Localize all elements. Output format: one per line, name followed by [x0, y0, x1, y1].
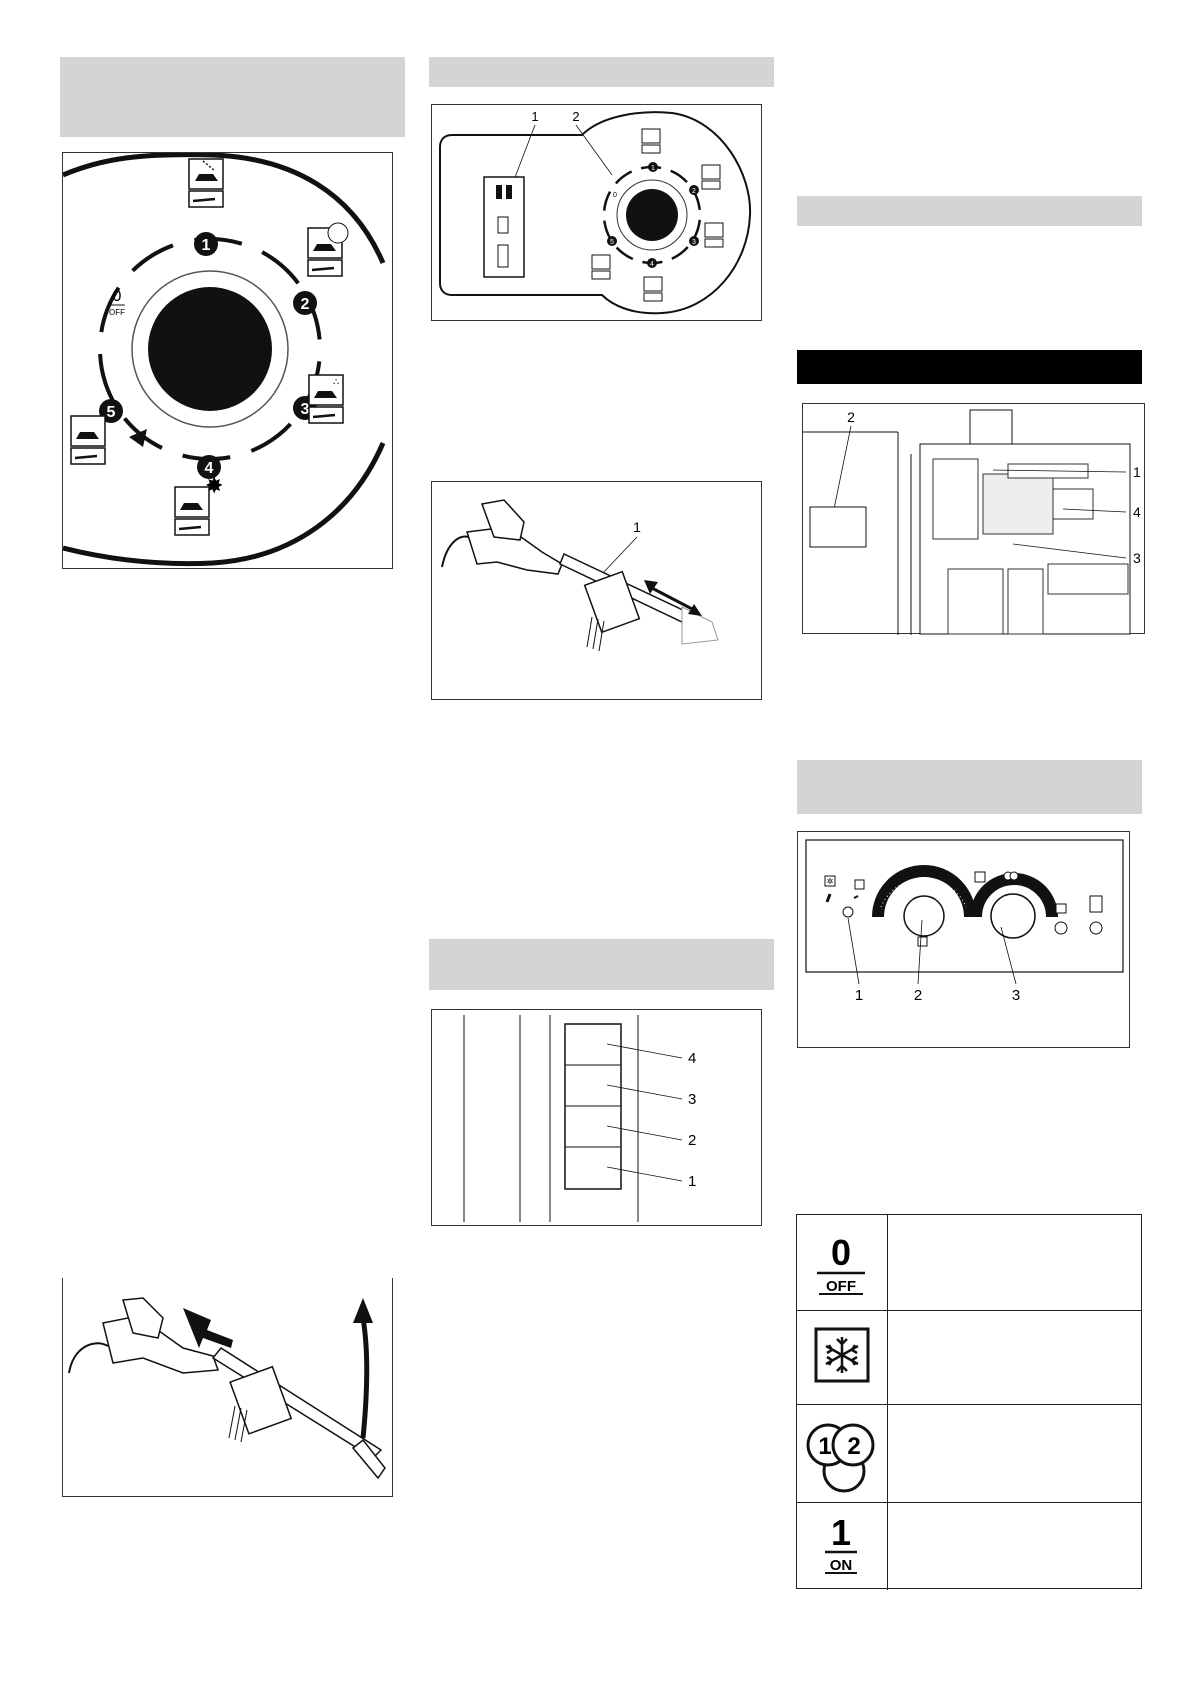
table-row: 1 ON [797, 1503, 1141, 1590]
position-marker: 1 [194, 232, 218, 256]
callout-number: 3 [688, 1091, 696, 1108]
position-marker: 2 [293, 291, 317, 315]
program-selector-knob[interactable] [626, 189, 678, 241]
callout-number: 1 [531, 109, 538, 124]
position-number: 5 [107, 404, 116, 421]
off-label-text: OFF [109, 308, 125, 317]
position-number: 1 [202, 237, 211, 254]
svg-text:2: 2 [847, 1433, 860, 1460]
stage-1-2-icon: 1 2 [797, 1405, 888, 1502]
callout-number: 4 [688, 1050, 696, 1067]
table-row: 1 2 [797, 1405, 1141, 1503]
position-number: 3 [301, 401, 310, 418]
frost-protection-screw[interactable] [842, 906, 854, 918]
off-icon: 0 OFF [797, 1215, 888, 1310]
program-icon: ✸ [174, 473, 223, 536]
svg-text:2: 2 [692, 188, 696, 195]
table-row: 0 OFF [797, 1215, 1141, 1311]
section-header-bar [429, 57, 774, 87]
table-row [797, 1311, 1141, 1405]
svg-text:1: 1 [831, 1512, 851, 1553]
cabinet-interior-figure: 2 1 4 3 [802, 403, 1145, 635]
svg-text:0: 0 [613, 192, 617, 199]
symbol-table: 0 OFF [796, 1214, 1142, 1590]
brush-attach-figure: 1 [431, 481, 762, 700]
selector-switch-figure: 1 2 3 4 5 0 OFF [62, 152, 393, 569]
section-header-bar [60, 57, 405, 137]
callout-number: 2 [914, 987, 922, 1004]
section-header-bar [797, 760, 1142, 814]
svg-text:∴: ∴ [333, 377, 339, 388]
svg-text:0: 0 [831, 1232, 851, 1273]
snowflake-icon [797, 1311, 888, 1404]
callout-number: 1 [688, 1173, 696, 1190]
callout-number: 1 [855, 987, 863, 1004]
svg-text:1: 1 [818, 1433, 831, 1460]
section-header-bar-dark [797, 350, 1142, 384]
temperature-knob[interactable] [903, 895, 945, 937]
callout-number: 2 [847, 409, 855, 425]
indicator-stack-figure: 4 3 2 1 [431, 1009, 762, 1226]
brush-remove-figure [62, 1278, 393, 1497]
callout-number: 3 [1133, 550, 1141, 566]
program-icon [70, 415, 106, 465]
svg-text:ON: ON [830, 1557, 853, 1574]
callout-number: 3 [1012, 987, 1020, 1004]
control-panel-figure: 1 2 0 1 2 3 4 5 [431, 104, 762, 321]
callout-number: 1 [1133, 464, 1141, 480]
position-marker: 4 [197, 455, 221, 479]
program-icon [307, 222, 349, 277]
burner-stage-knob[interactable] [990, 893, 1036, 939]
section-header-bar [797, 196, 1142, 226]
svg-text:OFF: OFF [826, 1278, 856, 1295]
svg-text:✲: ✲ [827, 877, 834, 886]
svg-text:3: 3 [692, 239, 696, 246]
program-icon: ∴ [308, 374, 344, 424]
position-number: 2 [301, 296, 310, 313]
off-label-number: 0 [113, 288, 122, 305]
on-icon: 1 ON [797, 1503, 888, 1590]
callout-number: 2 [572, 109, 579, 124]
position-number: 4 [205, 460, 214, 477]
callout-number: 4 [1133, 504, 1141, 520]
svg-text:1: 1 [651, 165, 655, 172]
thermostat-panel-figure: ✲ 1 2 3 [797, 831, 1130, 1048]
callout-number: 2 [688, 1132, 696, 1149]
callout-number: 1 [633, 519, 641, 535]
svg-text:5: 5 [610, 239, 614, 246]
svg-text:4: 4 [650, 261, 654, 268]
program-icon [188, 158, 224, 208]
section-header-bar [429, 939, 774, 990]
svg-text:✸: ✸ [205, 473, 223, 498]
